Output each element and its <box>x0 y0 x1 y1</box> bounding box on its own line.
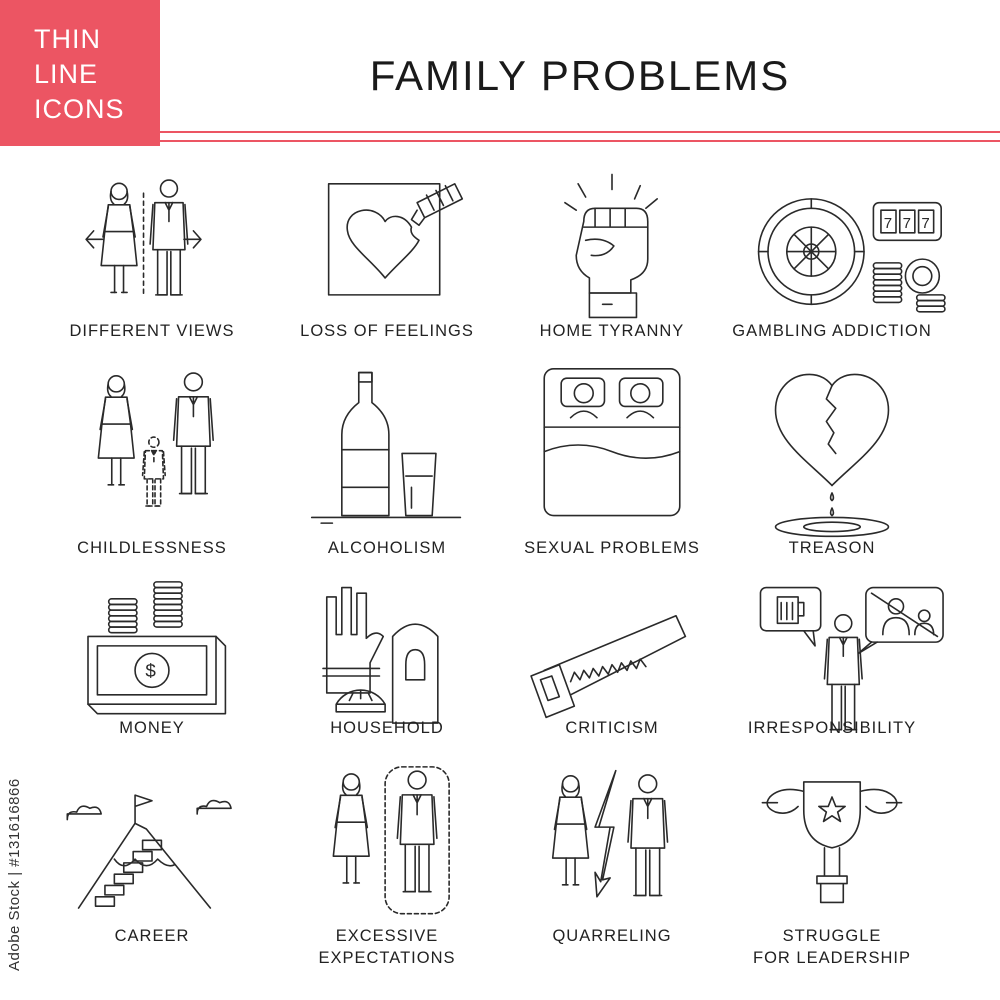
badge-line-1: THIN <box>34 24 101 54</box>
icon-label: CHILDLESSNESS <box>77 539 227 557</box>
couple-arrows-icon <box>72 165 232 325</box>
icon-label: CRITICISM <box>565 719 659 737</box>
couple-dashed-outline-icon <box>307 765 467 925</box>
title-underline-top <box>160 131 1000 133</box>
banknote-coins-icon: $ <box>72 580 232 740</box>
icon-label: LOSS OF FEELINGS <box>300 322 474 340</box>
icon-tile: SEXUAL PROBLEMS <box>487 365 737 565</box>
icon-tile: DIFFERENT VIEWS <box>27 165 277 365</box>
thin-line-icons-badge: THIN LINE ICONS <box>0 0 160 146</box>
page-title: FAMILY PROBLEMS <box>369 52 791 99</box>
icon-label: HOUSEHOLD <box>330 719 444 737</box>
stock-credit: Adobe Stock | #131616866 <box>6 778 23 972</box>
icon-label: CAREER <box>114 927 190 945</box>
fist-icon <box>532 165 692 325</box>
trophy-hands-icon <box>752 765 912 925</box>
icon-tile: TREASON <box>707 365 957 565</box>
icon-label: MONEY <box>119 719 185 737</box>
svg-text:7: 7 <box>921 215 929 232</box>
icon-label: DIFFERENT VIEWS <box>69 322 235 340</box>
icon-label: GAMBLING ADDICTION <box>732 322 932 340</box>
icon-tile: ALCOHOLISM <box>262 365 512 565</box>
svg-text:7: 7 <box>884 215 892 232</box>
icon-label: HOME TYRANNY <box>539 322 685 340</box>
couple-ghost-child-icon <box>72 365 232 525</box>
icon-label: QUARRELING <box>552 927 672 945</box>
icon-label: ALCOHOLISM <box>327 539 447 557</box>
badge-line-2: LINE <box>34 59 99 89</box>
broken-heart-icon <box>752 365 912 525</box>
icon-tile: CHILDLESSNESS <box>27 365 277 565</box>
bed-couple-icon <box>532 365 692 525</box>
icon-tile: HOME TYRANNY <box>487 165 737 365</box>
gloves-bucket-icon <box>307 580 467 740</box>
mountain-stairs-flag-icon <box>72 765 232 925</box>
title-underline-bottom <box>160 140 1000 142</box>
icon-label: SEXUAL PROBLEMS <box>524 539 700 557</box>
saw-icon <box>532 580 692 740</box>
badge-line-3: ICONS <box>34 94 125 124</box>
icon-label: TREASON <box>788 539 876 557</box>
heart-eraser-icon <box>307 165 467 325</box>
svg-text:7: 7 <box>903 215 911 232</box>
icon-tile: QUARRELING <box>487 765 737 965</box>
icon-tile: EXCESSIVE EXPECTATIONS <box>262 765 512 967</box>
man-speech-bubbles-icon <box>752 580 912 740</box>
icon-label: EXCESSIVE EXPECTATIONS <box>318 927 456 967</box>
icon-tile: LOSS OF FEELINGS <box>262 165 512 365</box>
icon-label: IRRESPONSIBILITY <box>747 719 917 737</box>
icon-tile: CAREER <box>27 765 277 965</box>
icon-tile: $ MONEY <box>27 580 277 780</box>
icon-tile: STRUGGLE FOR LEADERSHIP <box>707 765 957 967</box>
icon-label: STRUGGLE FOR LEADERSHIP <box>753 927 911 967</box>
icon-tile: HOUSEHOLD <box>262 580 512 780</box>
svg-text:$: $ <box>145 660 156 681</box>
couple-lightning-icon <box>532 765 692 925</box>
icon-tile: IRRESPONSIBILITY <box>707 580 957 780</box>
icon-tile: CRITICISM <box>487 580 737 780</box>
bottle-glass-icon <box>307 365 467 525</box>
